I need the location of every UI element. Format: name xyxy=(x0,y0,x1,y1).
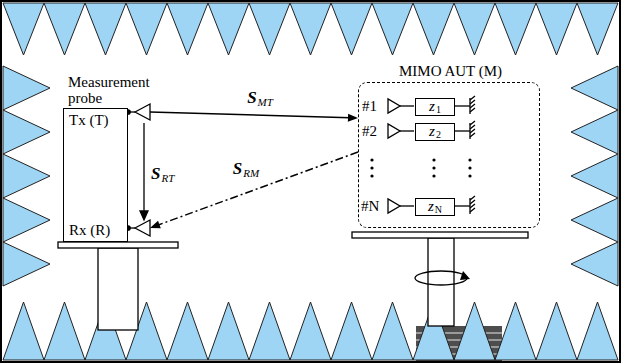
load-impedance: z2 xyxy=(415,123,455,141)
absorber-row xyxy=(3,302,618,360)
absorber-row xyxy=(3,66,50,286)
impedance-label: z2 xyxy=(429,124,441,140)
arrow-head xyxy=(150,221,161,229)
group-heading: MIMO AUT (M) xyxy=(399,63,502,79)
s-parameter: SRM xyxy=(231,160,261,179)
positioner xyxy=(352,232,528,326)
signal-path xyxy=(150,112,358,122)
load-impedance: zN xyxy=(415,198,455,216)
probe-stand xyxy=(58,242,178,330)
ellipsis-dots xyxy=(370,158,471,177)
impedance-label: zN xyxy=(428,199,442,215)
probe-box: Measurement probeTx (T)Rx (R) xyxy=(63,108,128,242)
s-parameter: SMT xyxy=(245,89,275,108)
port-label: Rx (R) xyxy=(69,222,110,238)
absorber-row xyxy=(571,66,618,286)
port-number: #1 xyxy=(362,98,377,114)
port-number: #2 xyxy=(362,123,377,139)
signal-line xyxy=(158,152,358,225)
probe-antennas xyxy=(126,104,150,236)
port-number: #N xyxy=(361,198,379,214)
load-impedance: z1 xyxy=(415,98,455,116)
s-parameter: SRT xyxy=(151,165,174,184)
aut-group: MIMO AUT (M)z1z2zN xyxy=(358,82,540,228)
probe-heading: Measurement probe xyxy=(68,74,160,106)
impedance-label: z1 xyxy=(429,99,441,115)
absorber-row xyxy=(3,3,618,55)
signal-line xyxy=(150,112,350,118)
port-label: Tx (T) xyxy=(69,112,109,128)
aut-elements xyxy=(388,96,475,214)
arrow-head xyxy=(348,114,358,122)
signal-path xyxy=(150,152,358,228)
